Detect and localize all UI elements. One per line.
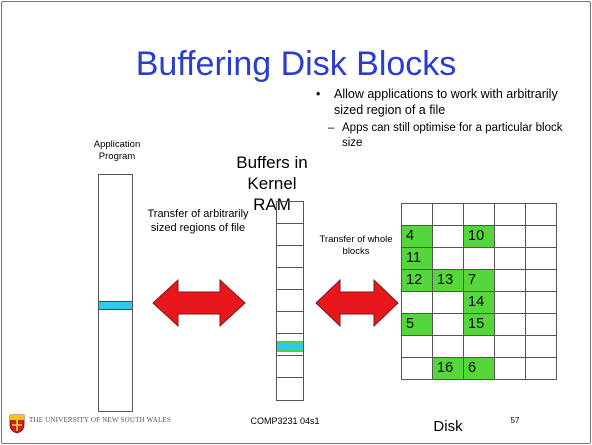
double-arrow-icon: [152, 278, 246, 328]
transfer-regions-label: Transfer of arbitrarily sized regions of…: [147, 208, 249, 234]
disk-block-cell: 6: [464, 358, 495, 380]
sub-bullet-item: –Apps can still optimise for a particula…: [316, 121, 586, 151]
disk-label: Disk: [433, 418, 463, 435]
buffer-cell: [277, 356, 303, 378]
disk-block-cell: 14: [464, 292, 495, 314]
empty-disk-cell: [526, 270, 557, 292]
empty-disk-cell: [402, 204, 433, 226]
empty-disk-cell: [526, 292, 557, 314]
buffer-cell: [277, 290, 303, 312]
disk-block-cell: 7: [464, 270, 495, 292]
empty-disk-cell: [495, 226, 526, 248]
application-region-highlight: [99, 301, 132, 310]
buffer-cell: [277, 246, 303, 268]
empty-disk-cell: [433, 336, 464, 358]
university-name: THE UNIVERSITY OF NEW SOUTH WALES: [29, 416, 171, 424]
empty-disk-cell: [402, 336, 433, 358]
double-arrow-icon: [315, 278, 399, 328]
kernel-buffer-column: [276, 201, 304, 401]
bullet-list: • Allow applications to work with arbitra…: [316, 86, 586, 151]
bullet-item: • Allow applications to work with arbitra…: [316, 86, 586, 118]
empty-disk-cell: [495, 358, 526, 380]
buffer-cell: [277, 334, 303, 356]
sub-bullet-text: Apps can still optimise for a particular…: [342, 122, 563, 149]
empty-disk-cell: [526, 248, 557, 270]
page-number: 57: [510, 416, 520, 425]
buffer-cell: [277, 202, 303, 224]
disk-block-cell: 13: [433, 270, 464, 292]
empty-disk-cell: [464, 336, 495, 358]
empty-disk-cell: [433, 248, 464, 270]
empty-disk-cell: [526, 226, 557, 248]
empty-disk-cell: [495, 336, 526, 358]
empty-disk-cell: [526, 358, 557, 380]
empty-disk-cell: [526, 314, 557, 336]
application-column: [98, 174, 133, 412]
empty-disk-cell: [402, 292, 433, 314]
disk-block-cell: 10: [464, 226, 495, 248]
disk-block-cell: 5: [402, 314, 433, 336]
empty-disk-cell: [495, 292, 526, 314]
empty-disk-cell: [433, 314, 464, 336]
empty-disk-cell: [526, 336, 557, 358]
disk-block-cell: 15: [464, 314, 495, 336]
buffers-label: Buffers in Kernel RAM: [236, 153, 308, 214]
buffer-cell: [277, 268, 303, 290]
empty-disk-cell: [433, 226, 464, 248]
empty-disk-cell: [464, 204, 495, 226]
empty-disk-cell: [433, 292, 464, 314]
buffer-cell: [277, 312, 303, 334]
university-crest-icon: [9, 414, 25, 434]
disk-block-cell: 16: [433, 358, 464, 380]
dash-icon: –: [328, 122, 335, 134]
buffer-cell: [277, 224, 303, 246]
application-label: Application Program: [93, 139, 141, 162]
empty-disk-cell: [402, 358, 433, 380]
buffer-region-highlight: [277, 341, 303, 352]
empty-disk-cell: [495, 270, 526, 292]
transfer-blocks-label: Transfer of whole blocks: [319, 234, 393, 257]
bullet-text: Allow applications to work with arbitrar…: [334, 87, 558, 117]
empty-disk-cell: [433, 204, 464, 226]
empty-disk-cell: [495, 248, 526, 270]
empty-disk-cell: [495, 204, 526, 226]
disk-block-cell: 11: [402, 248, 433, 270]
disk-block-cell: 12: [402, 270, 433, 292]
empty-disk-cell: [464, 248, 495, 270]
empty-disk-cell: [526, 204, 557, 226]
bullet-dot-icon: •: [316, 87, 321, 101]
slide-title: Buffering Disk Blocks: [135, 45, 457, 83]
footer-course: COMP3231 04s1: [250, 416, 320, 426]
empty-disk-cell: [495, 314, 526, 336]
disk-block-cell: 4: [402, 226, 433, 248]
